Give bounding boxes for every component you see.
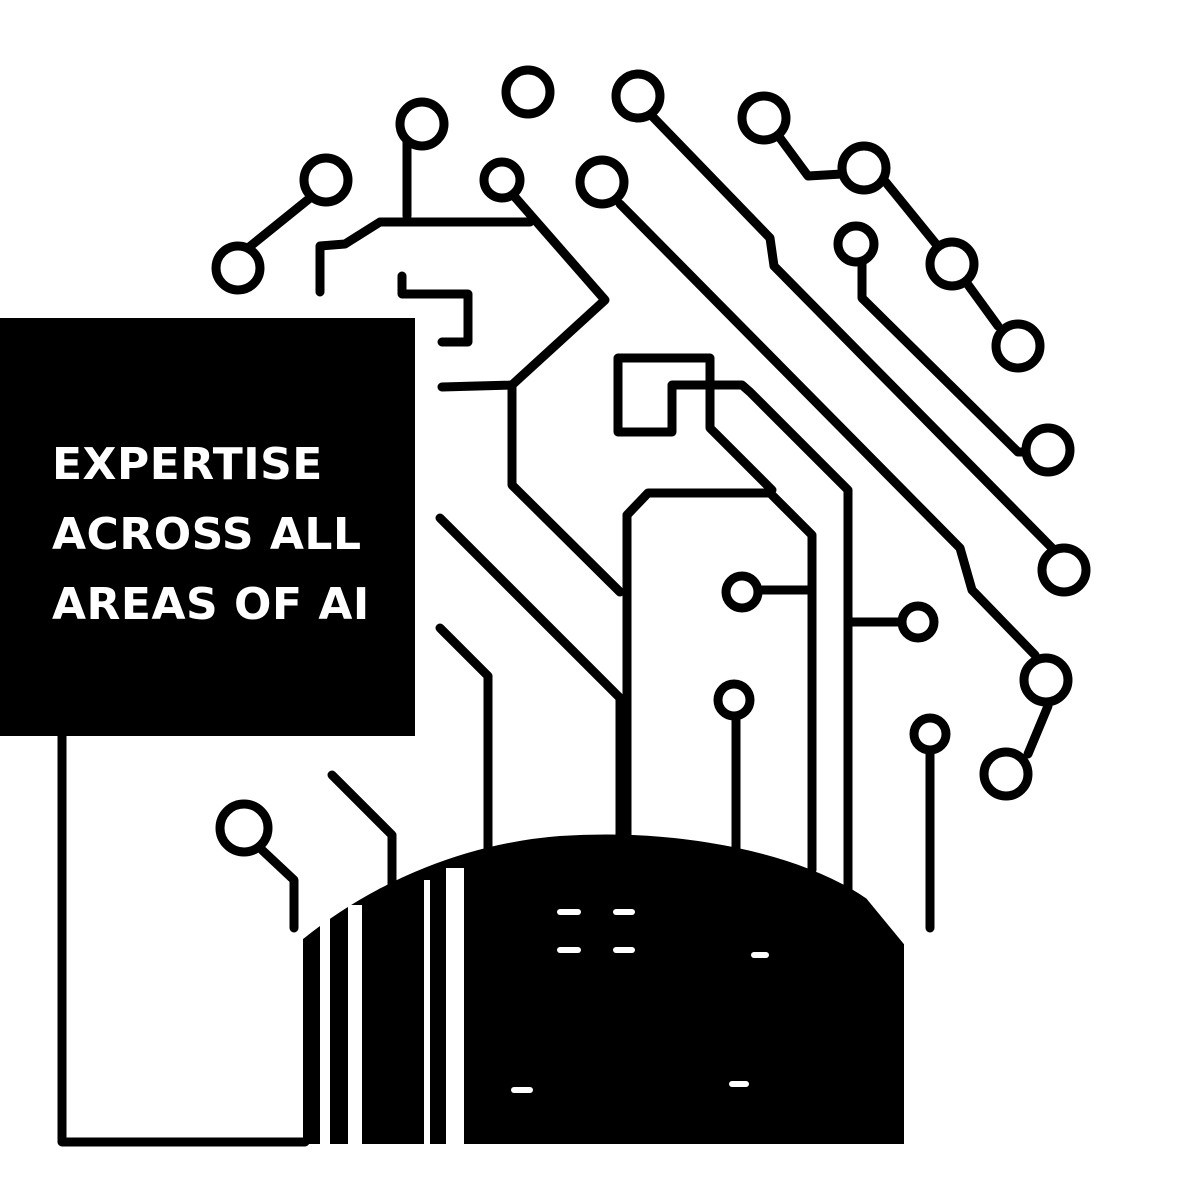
circuit-node xyxy=(1037,543,1091,597)
circuit-trace xyxy=(961,277,1003,331)
circuit-chip-icon xyxy=(303,834,904,1144)
circuit-trace xyxy=(879,175,941,249)
circuit-trace xyxy=(435,513,625,865)
circuit-trace xyxy=(613,353,715,437)
circuit-node xyxy=(909,713,951,755)
circuit-node xyxy=(837,141,891,195)
headline-panel xyxy=(0,318,415,736)
headline-line: AREAS OF AI xyxy=(52,579,370,630)
circuit-node xyxy=(833,221,879,267)
circuit-node xyxy=(575,155,629,209)
circuit-trace xyxy=(615,199,1040,660)
circuit-trace xyxy=(507,380,625,597)
circuit-node xyxy=(211,241,265,295)
circuit-node xyxy=(395,97,449,151)
circuit-trace xyxy=(705,380,853,913)
circuit-node xyxy=(1019,653,1073,707)
circuit-node xyxy=(925,237,979,291)
circuit-node xyxy=(479,157,525,203)
circuit-trace xyxy=(622,488,817,875)
circuit-node xyxy=(299,153,353,207)
circuit-trace xyxy=(775,133,847,181)
circuit-trace xyxy=(243,193,315,253)
headline: EXPERTISE ACROSS ALL AREAS OF AI xyxy=(52,430,370,640)
circuit-node xyxy=(979,747,1033,801)
headline-line: ACROSS ALL xyxy=(52,509,362,560)
circuit-trace xyxy=(647,111,1061,557)
circuit-node xyxy=(897,601,939,643)
headline-line: EXPERTISE xyxy=(52,439,323,490)
circuit-trace xyxy=(257,845,299,933)
circuit-node xyxy=(713,679,755,721)
circuit-trace xyxy=(705,380,777,495)
circuit-node xyxy=(215,799,273,857)
circuit-trace xyxy=(327,770,397,893)
circuit-node xyxy=(737,91,791,145)
circuit-trace xyxy=(437,191,610,392)
circuit-trace xyxy=(435,623,493,863)
circuit-node xyxy=(501,65,555,119)
circuit-trace xyxy=(397,271,473,347)
circuit-node xyxy=(1021,423,1075,477)
circuit-node xyxy=(721,571,763,613)
circuit-node xyxy=(991,319,1045,373)
circuit-trace xyxy=(1023,701,1053,759)
circuit-node xyxy=(611,69,665,123)
circuit-trace xyxy=(315,217,535,297)
circuit-trace xyxy=(57,731,310,1147)
